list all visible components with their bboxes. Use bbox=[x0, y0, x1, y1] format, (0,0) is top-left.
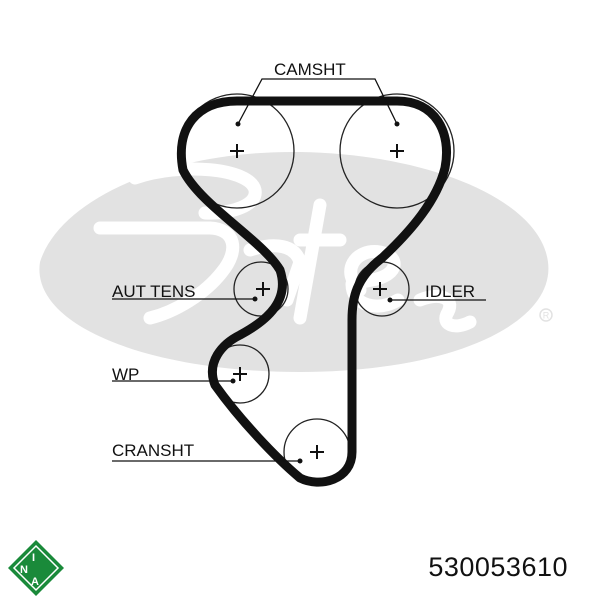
idler-center-icon bbox=[373, 282, 387, 296]
crankshaft-center-icon bbox=[310, 445, 324, 459]
water-pump-label: WP bbox=[112, 365, 139, 384]
crankshaft-label: CRANSHT bbox=[112, 441, 194, 460]
svg-text:N: N bbox=[20, 564, 28, 576]
camshaft-label: CAMSHT bbox=[274, 60, 346, 79]
camshaft-left-center-icon bbox=[230, 144, 244, 158]
svg-text:I: I bbox=[32, 552, 35, 564]
camshaft-right-center-icon bbox=[390, 144, 404, 158]
svg-text:A: A bbox=[31, 576, 39, 588]
ina-logo: I N A bbox=[8, 540, 64, 596]
svg-text:R: R bbox=[543, 311, 550, 321]
water-pump-center-icon bbox=[233, 367, 247, 381]
camshaft-pulley-right bbox=[339, 93, 455, 209]
tensioner-center-icon bbox=[256, 282, 270, 296]
camshaft-leader bbox=[237, 78, 398, 125]
idler-label: IDLER bbox=[425, 282, 475, 301]
gates-watermark-logo: R bbox=[39, 151, 553, 372]
registered-mark-icon bbox=[539, 308, 553, 322]
tensioner-label: AUT TENS bbox=[112, 282, 195, 301]
timing-belt bbox=[177, 96, 451, 487]
part-number: 530053610 bbox=[428, 552, 568, 582]
